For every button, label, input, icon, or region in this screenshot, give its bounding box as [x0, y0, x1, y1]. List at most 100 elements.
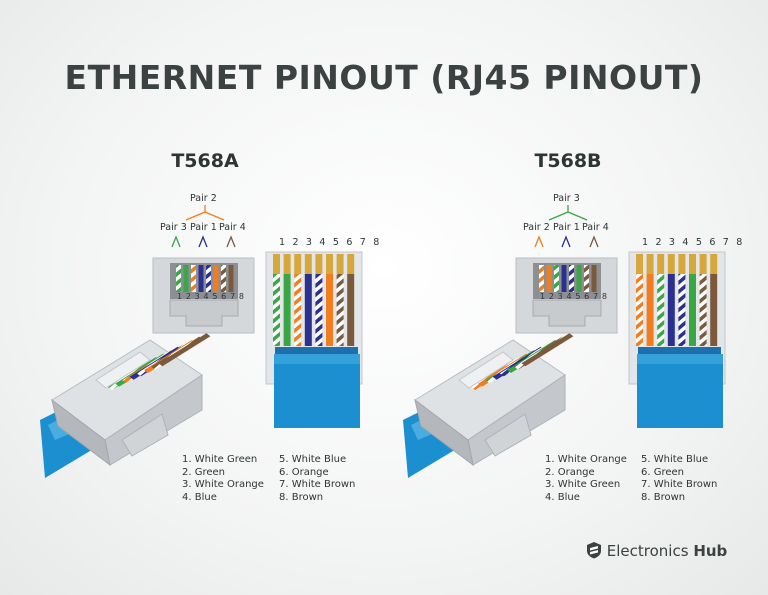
plug-wire — [710, 274, 718, 346]
list-item: 5. White Blue — [641, 454, 709, 465]
brand-logo: Electronics Hub — [586, 538, 727, 560]
pair-bracket — [534, 235, 544, 248]
plug-wire — [689, 274, 696, 346]
t568b-pin-numbers: 1 2 3 4 5 6 7 8 — [642, 237, 745, 248]
t568a-title: T568A — [171, 150, 239, 172]
t568a-jack-pin-numbers: 1 2 3 4 5 6 7 8 — [177, 292, 245, 301]
plug-wire — [347, 274, 355, 346]
plug-pin — [689, 254, 696, 274]
jack-wire — [228, 265, 234, 292]
plug-wire — [304, 274, 312, 346]
plug-cable-shade — [637, 354, 723, 364]
list-item: 7. White Brown — [641, 479, 718, 491]
t568b-pair-label-right: Pair 4 — [582, 222, 609, 233]
t568a-pair-label-right: Pair 4 — [219, 222, 246, 233]
plug-wire — [646, 274, 654, 346]
plug-wire — [273, 274, 280, 346]
plug-pin — [347, 254, 355, 274]
plug-wire — [326, 274, 333, 346]
plug3d-latch — [121, 413, 169, 457]
plug-pin — [657, 254, 665, 274]
plug-pin — [710, 254, 718, 274]
t568b-pair-label-left: Pair 2 — [523, 222, 550, 233]
t568b-wire-list-2: 5. White Blue 6. Green 7. White Brown 8.… — [641, 454, 717, 505]
list-item: 7. White Brown — [279, 479, 356, 491]
plug3d-front — [51, 398, 111, 467]
jack-latch-slot — [532, 299, 602, 327]
jack-wire — [546, 265, 552, 292]
plug-wire — [678, 274, 686, 346]
jack-wire — [554, 265, 559, 292]
t568b-title: T568B — [534, 150, 602, 172]
plug-pin — [283, 254, 291, 274]
list-item: 6. Orange — [279, 466, 329, 478]
plug-pin — [294, 254, 302, 274]
jack-wire — [584, 265, 589, 292]
plug-pin — [326, 254, 333, 274]
plug3d-window — [458, 351, 514, 389]
jack-wire — [591, 265, 597, 292]
plug-pin — [699, 254, 707, 274]
jack-latch-slot — [169, 299, 239, 327]
plug3d-wire — [158, 333, 211, 367]
plug-crimp-bar — [638, 347, 721, 354]
pair-bracket — [589, 235, 599, 248]
list-item: 1. White Green — [182, 454, 258, 465]
t568a-wire-list-2: 5. White Blue 6. Orange 7. White Brown 8… — [279, 454, 355, 505]
plug-pin — [636, 254, 643, 274]
plug-pin — [336, 254, 344, 274]
jack-wire — [221, 265, 226, 292]
jack-wire — [561, 265, 567, 292]
plug-pin — [315, 254, 323, 274]
list-item: 3. White Orange — [182, 479, 264, 491]
plug-wire — [657, 274, 665, 346]
list-item: 3. White Green — [545, 479, 621, 491]
jack-port — [170, 263, 238, 299]
pair-bracket-top — [185, 205, 225, 221]
plug-pin — [273, 254, 280, 274]
plug3d-window — [95, 351, 151, 389]
jack-wire — [176, 265, 181, 292]
list-item: 2. Green — [182, 466, 226, 478]
plug-wire — [315, 274, 323, 346]
plug-cable — [637, 354, 723, 428]
jack-wire — [539, 265, 544, 292]
plug3d-front — [414, 398, 474, 467]
pair-bracket — [561, 235, 571, 248]
pair-bracket — [226, 235, 236, 248]
plug-cable-shade — [274, 354, 360, 364]
pair-bracket — [198, 235, 208, 248]
plug-crimp-bar — [275, 347, 358, 354]
jack-wire — [569, 265, 574, 292]
jack-port — [533, 263, 601, 299]
plug-wire — [336, 274, 344, 346]
t568b-pair-label-mid: Pair 1 — [553, 222, 580, 233]
plug-pin — [667, 254, 675, 274]
list-item: 4. Blue — [545, 492, 580, 504]
pair-bracket — [171, 235, 181, 248]
list-item: 2. Orange — [545, 466, 595, 478]
plug-cable — [274, 354, 360, 428]
list-item: 4. Blue — [182, 492, 217, 504]
pair-bracket-top — [548, 205, 588, 221]
jack-wire — [206, 265, 211, 292]
plug3d-wire — [521, 333, 574, 367]
jack-wire — [191, 265, 196, 292]
jack-wire — [183, 265, 189, 292]
plug-wire — [283, 274, 291, 346]
plug-pin — [646, 254, 654, 274]
page-title: ETHERNET PINOUT (RJ45 PINOUT) — [64, 58, 704, 97]
t568b-jack-pin-numbers: 1 2 3 4 5 6 7 8 — [540, 292, 608, 301]
jack-wire — [213, 265, 219, 292]
list-item: 8. Brown — [641, 492, 686, 504]
list-item: 8. Brown — [279, 492, 324, 504]
electronics-hub-logo-icon — [587, 542, 601, 559]
brand-prefix: Electronics — [606, 542, 689, 560]
list-item: 6. Green — [641, 466, 685, 478]
t568a-pair-top-label: Pair 2 — [190, 193, 217, 204]
plug-wire — [636, 274, 643, 346]
t568a-wire-list-1: 1. White Green 2. Green 3. White Orange … — [182, 454, 264, 505]
t568a-pin-numbers: 1 2 3 4 5 6 7 8 — [279, 237, 382, 248]
list-item: 1. White Orange — [545, 454, 627, 465]
